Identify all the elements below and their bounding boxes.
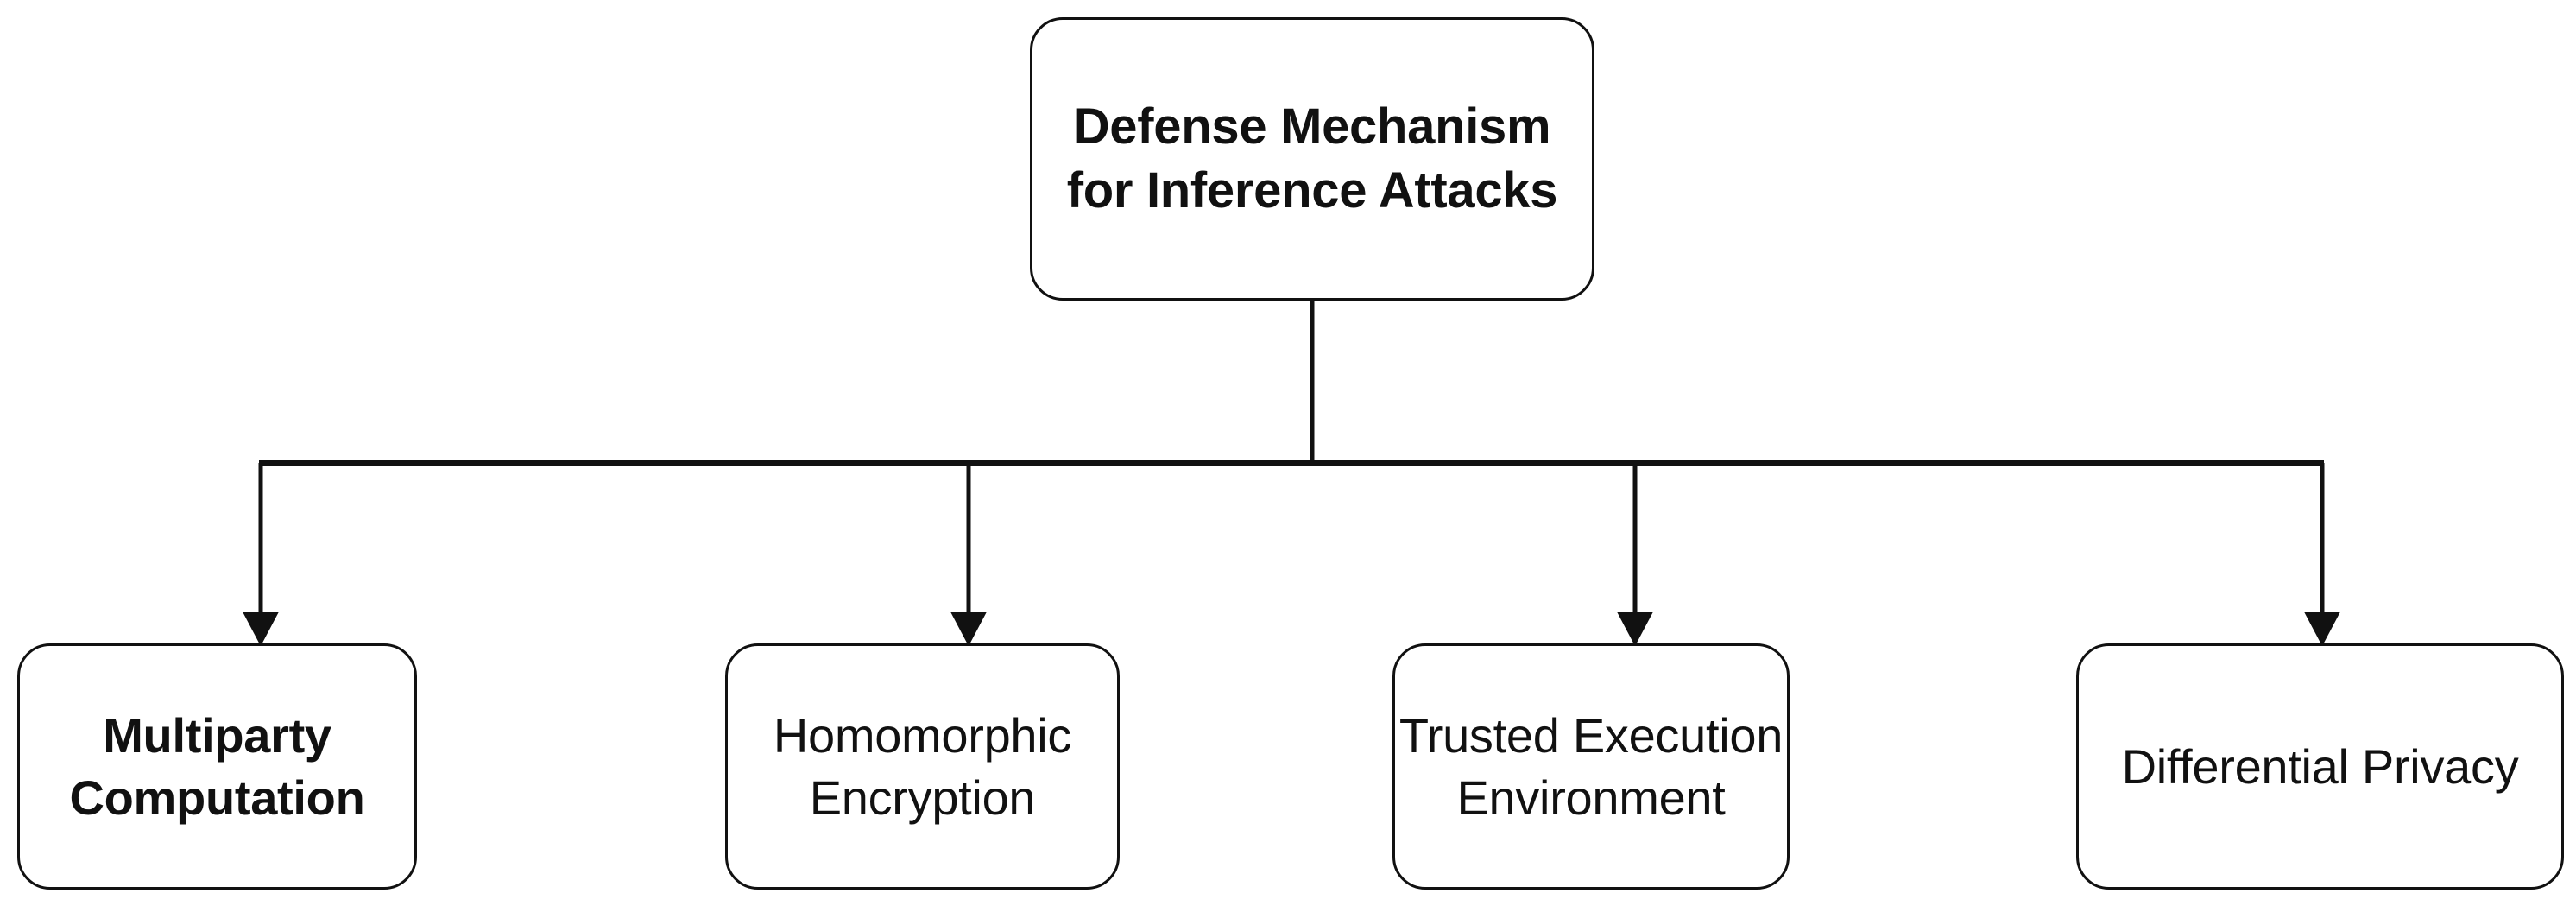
node-defense-mechanism-label: Defense Mechanism for Inference Attacks [1066, 98, 1558, 219]
node-trusted-execution-environment[interactable]: Trusted Execution Environment [1392, 643, 1790, 890]
arrowhead-icon [950, 612, 987, 647]
edge-root-to-dp [2304, 463, 2340, 647]
node-multiparty-computation[interactable]: Multiparty Computation [17, 643, 417, 890]
edge-root-to-tee [1617, 463, 1653, 647]
arrowhead-icon [2304, 612, 2340, 647]
node-homomorphic-encryption-label: Homomorphic Encryption [773, 707, 1072, 825]
node-homomorphic-encryption[interactable]: Homomorphic Encryption [725, 643, 1120, 890]
edge-root-to-mpc [243, 463, 279, 647]
edge-root-to-he [950, 463, 987, 647]
node-defense-mechanism[interactable]: Defense Mechanism for Inference Attacks [1030, 17, 1594, 301]
node-differential-privacy[interactable]: Differential Privacy [2076, 643, 2564, 890]
node-multiparty-computation-label: Multiparty Computation [69, 707, 365, 825]
node-trusted-execution-environment-label: Trusted Execution Environment [1398, 707, 1784, 825]
arrowhead-icon [243, 612, 279, 647]
arrowhead-icon [1617, 612, 1653, 647]
node-differential-privacy-label: Differential Privacy [2121, 738, 2519, 794]
